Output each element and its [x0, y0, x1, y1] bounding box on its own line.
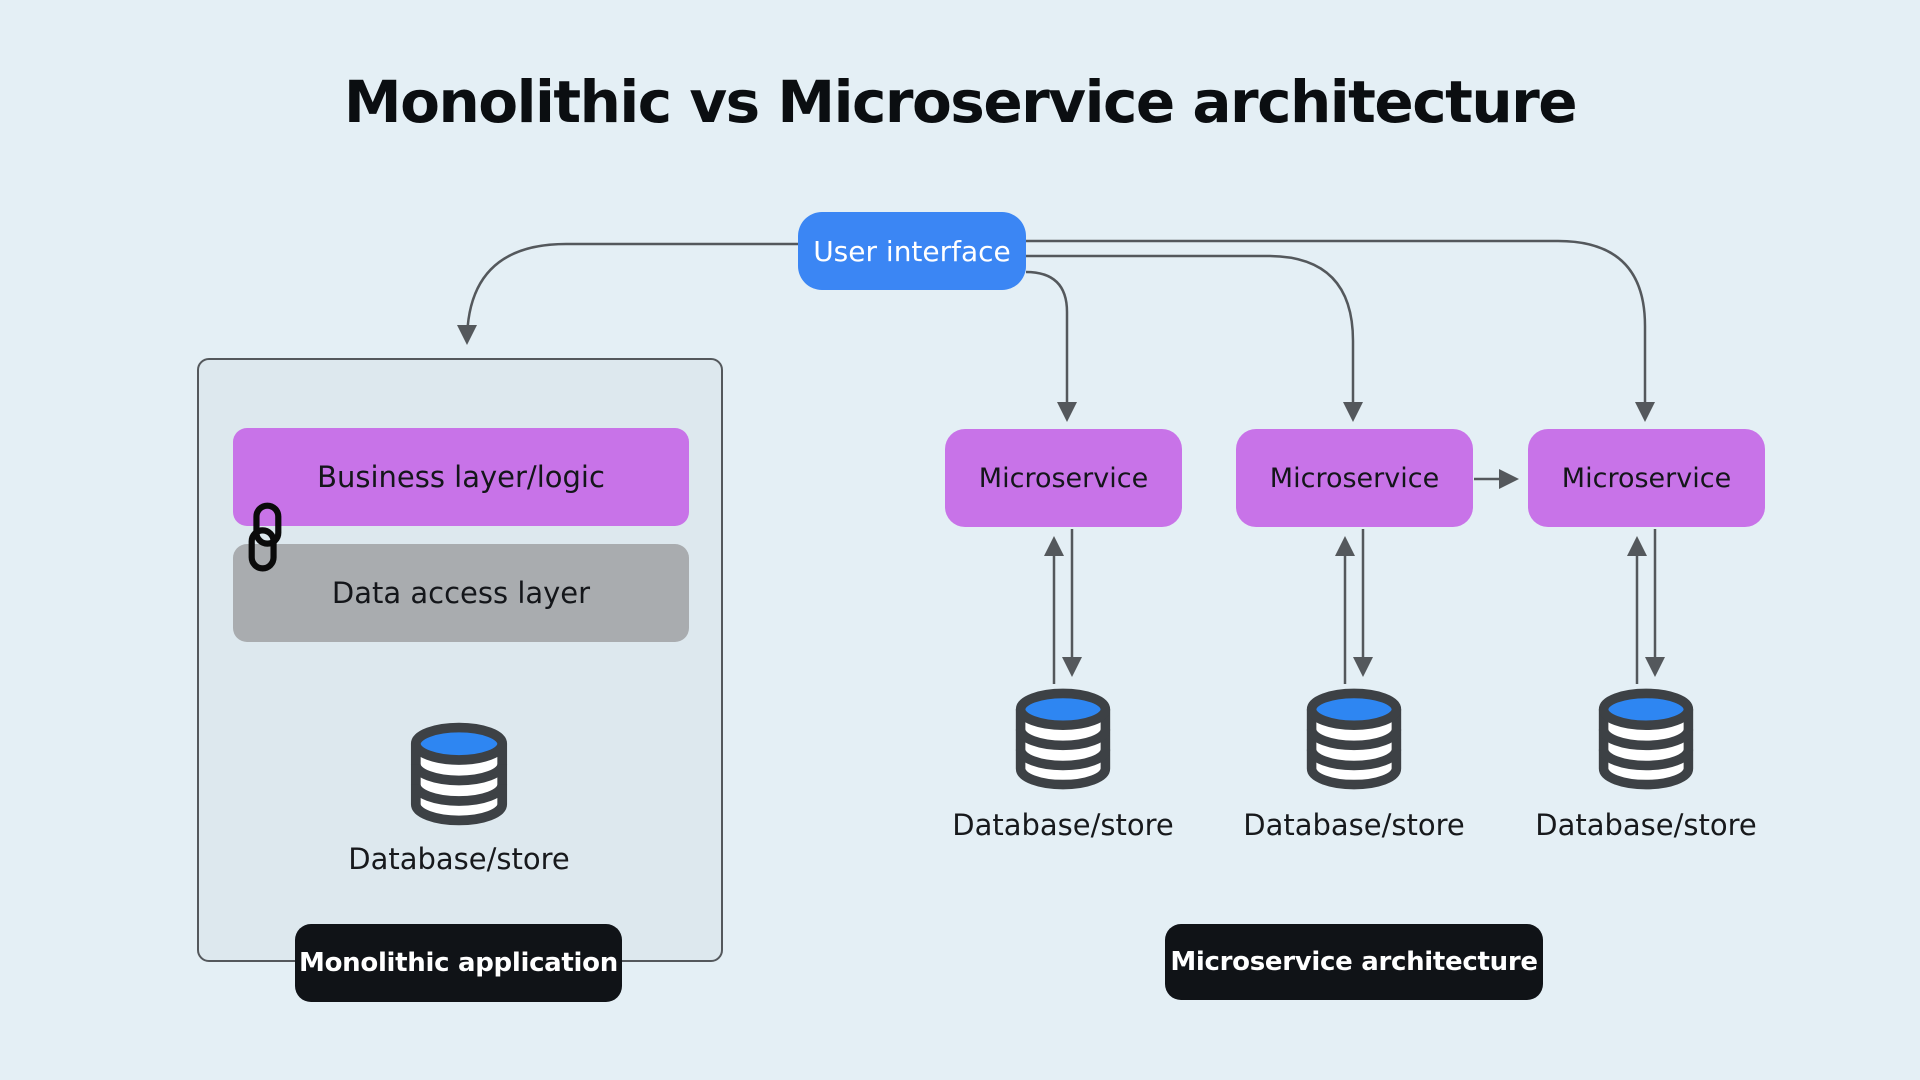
user-interface-node: User interface	[798, 212, 1026, 290]
business-layer-node: Business layer/logic	[233, 428, 689, 526]
data-access-layer-label: Data access layer	[331, 576, 591, 610]
microservice-node-3: Microservice	[1528, 429, 1765, 527]
page-title: Monolithic vs Microservice architecture	[343, 68, 1578, 136]
microservice-label: Microservice	[1561, 462, 1732, 494]
microservice-architecture-caption: Microservice architecture	[1165, 924, 1543, 1000]
microservice-label: Microservice	[1269, 462, 1440, 494]
database-label: Database/store	[1243, 808, 1465, 842]
database-icon	[1591, 686, 1701, 792]
monolithic-application-caption: Monolithic application	[295, 924, 622, 1002]
microservice-architecture-caption-label: Microservice architecture	[1170, 947, 1538, 977]
data-access-layer-node: Data access layer	[233, 544, 689, 642]
database-icon	[403, 720, 515, 828]
database-label: Database/store	[1535, 808, 1757, 842]
chain-link-icon	[248, 502, 282, 572]
business-layer-label: Business layer/logic	[317, 460, 605, 494]
user-interface-label: User interface	[813, 234, 1011, 268]
microservice-node-2: Microservice	[1236, 429, 1473, 527]
database-label: Database/store	[952, 808, 1174, 842]
monolithic-application-caption-label: Monolithic application	[299, 948, 618, 978]
database-icon	[1299, 686, 1409, 792]
database-icon	[1008, 686, 1118, 792]
microservice-label: Microservice	[978, 462, 1149, 494]
database-label: Database/store	[348, 842, 570, 876]
microservice-node-1: Microservice	[945, 429, 1182, 527]
